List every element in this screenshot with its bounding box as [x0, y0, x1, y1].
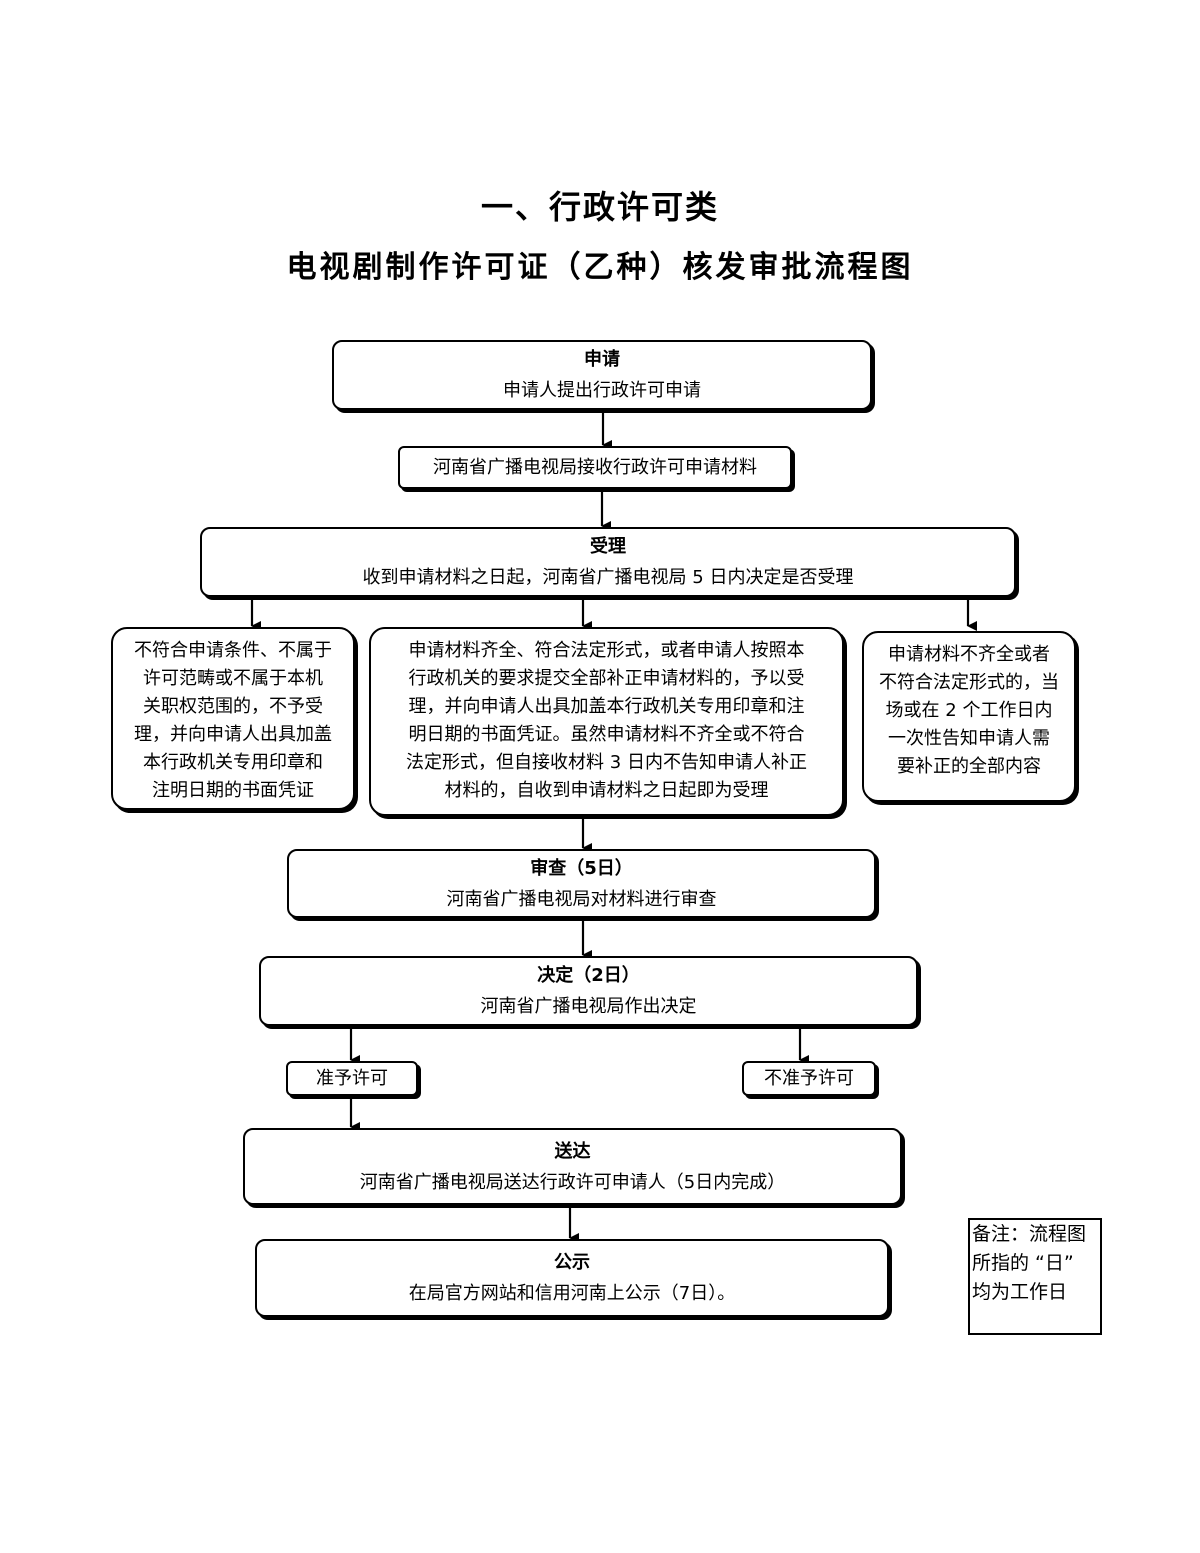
branch-accept-line: 明日期的书面凭证。虽然申请材料不齐全或不符合 — [408, 724, 805, 745]
branch-reject-line: 许可范畴或不属于本机 — [143, 668, 323, 689]
step-decision: 决定（2日） 河南省广播电视局作出决定 — [259, 956, 918, 1026]
step-review-title: 审查（5日） — [530, 857, 633, 879]
branch-reject-line: 理，并向申请人出具加盖 — [134, 724, 332, 745]
step-decision-desc: 河南省广播电视局作出决定 — [480, 996, 697, 1017]
branch-reject-line: 关职权范围的，不予受 — [143, 696, 323, 717]
step-receive: 河南省广播电视局接收行政许可申请材料 — [398, 446, 792, 489]
remark-note: 备注：流程图 所指的 “日” 均为工作日 — [968, 1218, 1102, 1335]
step-accept: 受理 收到申请材料之日起，河南省广播电视局 5 日内决定是否受理 — [200, 527, 1016, 597]
branch-accept: 申请材料齐全、符合法定形式，或者申请人按照本 行政机关的要求提交全部补正申请材料… — [369, 627, 844, 816]
branch-supplement-line: 一次性告知申请人需 — [888, 728, 1050, 749]
branch-supplement-line: 要补正的全部内容 — [897, 756, 1041, 777]
branch-reject-line: 注明日期的书面凭证 — [152, 780, 314, 801]
step-accept-title: 受理 — [590, 536, 626, 557]
outcome-deny: 不准予许可 — [742, 1061, 876, 1096]
step-publicize-title: 公示 — [554, 1252, 590, 1273]
step-publicize: 公示 在局官方网站和信用河南上公示（7日）。 — [255, 1239, 889, 1317]
branch-accept-line: 材料的，自收到申请材料之日起即为受理 — [444, 780, 769, 801]
step-publicize-desc: 在局官方网站和信用河南上公示（7日）。 — [408, 1283, 736, 1304]
branch-reject-line: 不符合申请条件、不属于 — [134, 640, 332, 661]
section-heading: 一、行政许可类 — [480, 188, 719, 226]
outcome-grant-label: 准予许可 — [316, 1068, 388, 1089]
step-apply-title: 申请 — [584, 349, 620, 370]
step-deliver: 送达 河南省广播电视局送达行政许可申请人（5日内完成） — [243, 1128, 902, 1205]
branch-supplement-line: 不符合法定形式的，当 — [879, 672, 1059, 693]
branch-accept-line: 行政机关的要求提交全部补正申请材料的，予以受 — [408, 668, 805, 689]
branch-supplement: 申请材料不齐全或者 不符合法定形式的，当 场或在 2 个工作日内 一次性告知申请… — [862, 631, 1076, 802]
step-apply-desc: 申请人提出行政许可申请 — [503, 380, 701, 401]
remark-line: 所指的 “日” — [972, 1252, 1074, 1274]
branch-reject: 不符合申请条件、不属于 许可范畴或不属于本机 关职权范围的，不予受 理，并向申请… — [111, 627, 355, 810]
flowchart-title: 电视剧制作许可证（乙种）核发审批流程图 — [286, 250, 914, 285]
branch-supplement-line: 场或在 2 个工作日内 — [885, 700, 1053, 721]
step-review-desc: 河南省广播电视局对材料进行审查 — [446, 888, 717, 910]
step-deliver-title: 送达 — [554, 1140, 591, 1162]
outcome-grant: 准予许可 — [286, 1061, 418, 1096]
branch-accept-line: 理，并向申请人出具加盖本行政机关专用印章和注 — [408, 696, 805, 717]
branch-reject-line: 本行政机关专用印章和 — [143, 752, 323, 773]
branch-accept-line: 法定形式，但自接收材料 3 日内不告知申请人补正 — [406, 752, 807, 773]
step-decision-title: 决定（2日） — [537, 965, 640, 986]
branch-supplement-line: 申请材料不齐全或者 — [888, 644, 1050, 665]
step-review: 审查（5日） 河南省广播电视局对材料进行审查 — [287, 849, 876, 918]
remark-line: 备注：流程图 — [972, 1223, 1087, 1245]
step-deliver-desc: 河南省广播电视局送达行政许可申请人（5日内完成） — [359, 1171, 786, 1193]
step-receive-desc: 河南省广播电视局接收行政许可申请材料 — [433, 457, 757, 478]
step-apply: 申请 申请人提出行政许可申请 — [332, 340, 872, 410]
remark-line: 均为工作日 — [972, 1281, 1068, 1303]
outcome-deny-label: 不准予许可 — [764, 1068, 854, 1089]
step-accept-desc: 收到申请材料之日起，河南省广播电视局 5 日内决定是否受理 — [362, 567, 854, 588]
branch-accept-line: 申请材料齐全、符合法定形式，或者申请人按照本 — [408, 640, 805, 661]
